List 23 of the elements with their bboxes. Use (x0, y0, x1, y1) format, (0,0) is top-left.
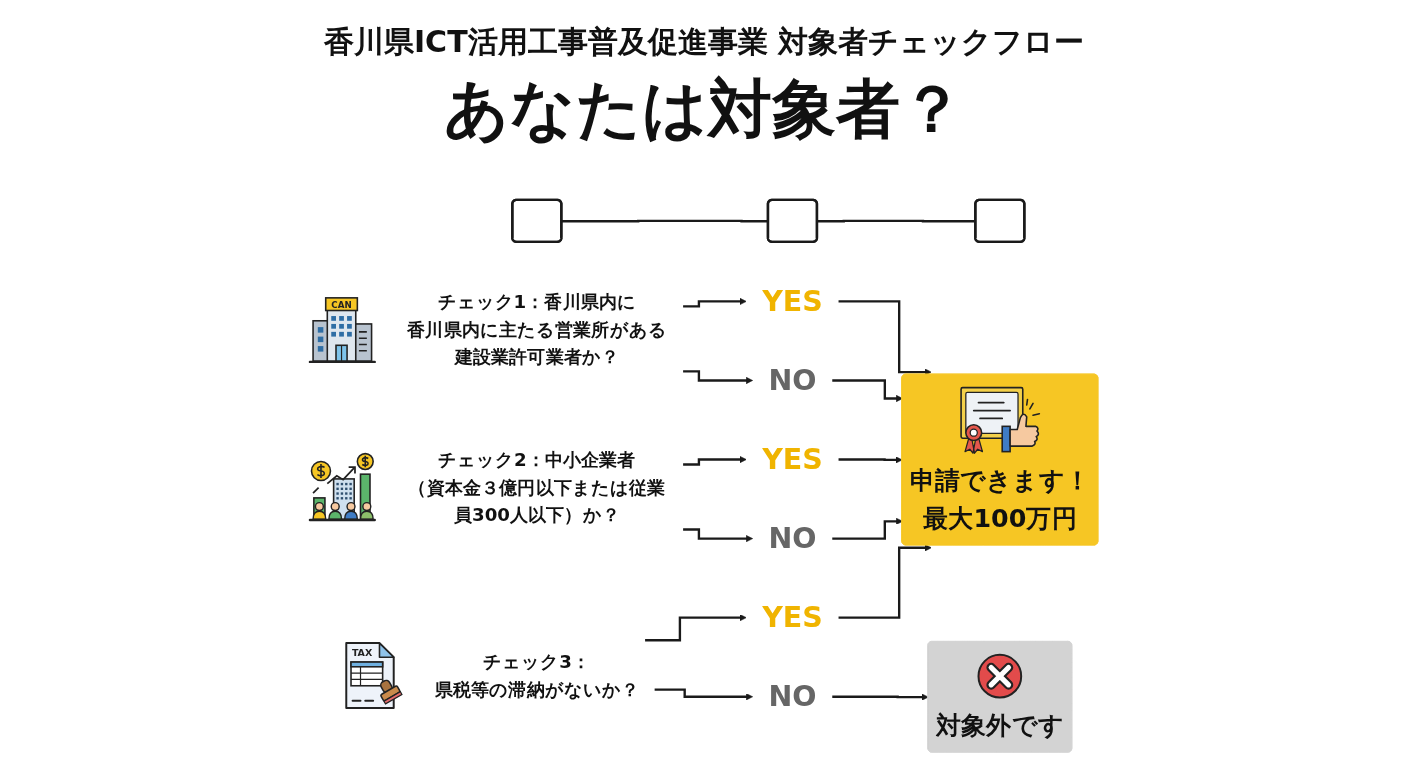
node-text: チェック3： 県税等の滞納がないか？ (434, 651, 639, 700)
arrow (683, 528, 754, 543)
connector (561, 219, 769, 223)
diagram-title: 香川県ICT活用工事普及促進事業 対象者チェックフロー (323, 23, 1085, 61)
connector (817, 219, 976, 223)
node-text: NO (768, 680, 817, 713)
node-text: YES (762, 442, 823, 476)
arrow (683, 456, 747, 466)
node-text: チェック2：中小企業者 （資本金３億円以下または従業員300人以下）か？ (408, 449, 666, 525)
arrow (838, 544, 932, 619)
node-text: YES (762, 601, 823, 634)
arrow (838, 456, 903, 464)
arrow (654, 688, 754, 701)
arrow (645, 614, 747, 642)
node-text: NO (768, 363, 817, 397)
arrow (838, 300, 932, 376)
node-text: YES (762, 284, 823, 318)
arrow (683, 370, 754, 384)
node-text: チェック1：香川県内に 香川県内に主たる営業所がある建設業許可業者か？ (407, 291, 667, 367)
node-text: NO (768, 522, 817, 555)
question-heading: あなたは対象者？ (444, 73, 964, 147)
arrow (683, 297, 747, 308)
arrow (832, 693, 929, 701)
